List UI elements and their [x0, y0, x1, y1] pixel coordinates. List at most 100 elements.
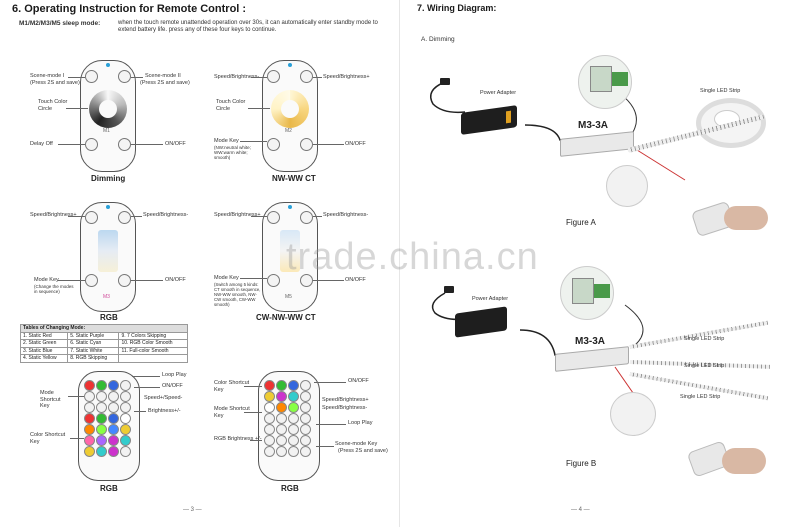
keypad-key[interactable] — [108, 424, 119, 435]
mode-key-button[interactable] — [85, 274, 98, 287]
keypad-key[interactable] — [96, 435, 107, 446]
keypad-key[interactable] — [264, 435, 275, 446]
onoff-button[interactable] — [300, 274, 313, 287]
keypad-key[interactable] — [96, 446, 107, 457]
keypad-key[interactable] — [84, 402, 95, 413]
keypad-key[interactable] — [108, 391, 119, 402]
keypad-key[interactable] — [96, 380, 107, 391]
keypad-key[interactable] — [120, 446, 131, 457]
keypad-key[interactable] — [84, 413, 95, 424]
keypad-key[interactable] — [84, 380, 95, 391]
keypad-key[interactable] — [288, 424, 299, 435]
keypad-key[interactable] — [300, 380, 311, 391]
keypad-key[interactable] — [108, 402, 119, 413]
keypad-key[interactable] — [108, 435, 119, 446]
keypad-key[interactable] — [264, 380, 275, 391]
brightness-label: Brightness+/- — [148, 408, 181, 414]
touch-color-strip[interactable] — [280, 230, 300, 272]
table-cell — [118, 354, 188, 363]
table-row: 4. Static Yellow 8. RGB Skipping — [19, 354, 188, 363]
keypad-key[interactable] — [288, 446, 299, 457]
keypad-key[interactable] — [120, 402, 131, 413]
keypad-key[interactable] — [276, 380, 287, 391]
keypad-key[interactable] — [120, 435, 131, 446]
model-label: M3 — [103, 294, 110, 300]
keypad-key[interactable] — [96, 424, 107, 435]
keypad-key[interactable] — [276, 402, 287, 413]
keypad-key[interactable] — [288, 391, 299, 402]
keypad-key[interactable] — [300, 402, 311, 413]
adapter-label — [506, 110, 511, 124]
keypad-key[interactable] — [96, 391, 107, 402]
figure-b-caption: Figure B — [566, 459, 597, 468]
keypad-key[interactable] — [84, 446, 95, 457]
keypad-key[interactable] — [84, 424, 95, 435]
keypad-key[interactable] — [120, 391, 131, 402]
keypad-key[interactable] — [288, 402, 299, 413]
onoff-label: ON/OFF — [348, 378, 369, 384]
speed-brightness-plus-button[interactable] — [267, 211, 280, 224]
speed-brightness-plus-button[interactable] — [300, 70, 313, 83]
scene-mode-2-button[interactable] — [118, 70, 131, 83]
keypad-key[interactable] — [300, 391, 311, 402]
keypad-key[interactable] — [264, 391, 275, 402]
table-row: 1. Static Red 5. Static Purple 9. 7 Colo… — [19, 331, 188, 340]
leader-line — [313, 216, 322, 217]
rgb-scene-caption: RGB — [281, 484, 299, 493]
keypad-key[interactable] — [300, 435, 311, 446]
keypad-key[interactable] — [120, 424, 131, 435]
keypad-key[interactable] — [96, 413, 107, 424]
sleep-mode-text: when the touch remote unattended operati… — [118, 20, 378, 33]
speed-brightness-minus-button[interactable] — [267, 70, 280, 83]
touch-color-strip[interactable] — [98, 230, 118, 272]
mode-key-button[interactable] — [267, 274, 280, 287]
leader-line — [313, 144, 344, 145]
keypad-key[interactable] — [96, 402, 107, 413]
speed-brightness-plus-button[interactable] — [85, 211, 98, 224]
keypad-key[interactable] — [300, 446, 311, 457]
keypad-key[interactable] — [84, 435, 95, 446]
keypad-key[interactable] — [300, 424, 311, 435]
leader-line — [68, 216, 85, 217]
speed-brightness-minus-button[interactable] — [118, 211, 131, 224]
keypad-key[interactable] — [108, 380, 119, 391]
keypad-key[interactable] — [288, 380, 299, 391]
keypad-key[interactable] — [276, 391, 287, 402]
speed-brightness-minus-button[interactable] — [300, 211, 313, 224]
indicator-dot — [288, 63, 292, 67]
keypad-key[interactable] — [108, 446, 119, 457]
keypad-key[interactable] — [276, 446, 287, 457]
scene-mode-label: Scene-mode Key — [335, 441, 378, 447]
onoff-label: ON/OFF — [162, 383, 183, 389]
onoff-button[interactable] — [300, 138, 313, 151]
speed-minus-label: Speed/Brightness- — [322, 405, 368, 411]
leader-line — [316, 424, 346, 425]
keypad-key[interactable] — [276, 413, 287, 424]
onoff-button[interactable] — [118, 274, 131, 287]
speed-left-label: Speed/Brightness- — [214, 74, 260, 80]
keypad-key[interactable] — [288, 413, 299, 424]
keypad-key[interactable] — [108, 413, 119, 424]
leader-line — [66, 108, 88, 109]
keypad-key[interactable] — [276, 424, 287, 435]
circle-center — [99, 100, 117, 118]
keypad-key[interactable] — [276, 435, 287, 446]
keypad-key[interactable] — [300, 413, 311, 424]
keypad-key[interactable] — [264, 413, 275, 424]
left-page-title: 6. Operating Instruction for Remote Cont… — [12, 3, 247, 15]
onoff-label: ON/OFF — [165, 277, 186, 283]
onoff-button[interactable] — [118, 138, 131, 151]
keypad-key[interactable] — [120, 413, 131, 424]
keypad-key[interactable] — [288, 435, 299, 446]
mode-key-button[interactable] — [267, 138, 280, 151]
keypad-key[interactable] — [264, 402, 275, 413]
circle-center — [281, 100, 299, 118]
leader-line — [314, 382, 346, 383]
keypad-key[interactable] — [264, 446, 275, 457]
delay-off-button[interactable] — [85, 138, 98, 151]
keypad-key[interactable] — [84, 391, 95, 402]
keypad-key[interactable] — [120, 380, 131, 391]
keypad-key[interactable] — [264, 424, 275, 435]
page-number-left: — 3 — — [183, 507, 202, 513]
scene-mode-1-button[interactable] — [85, 70, 98, 83]
